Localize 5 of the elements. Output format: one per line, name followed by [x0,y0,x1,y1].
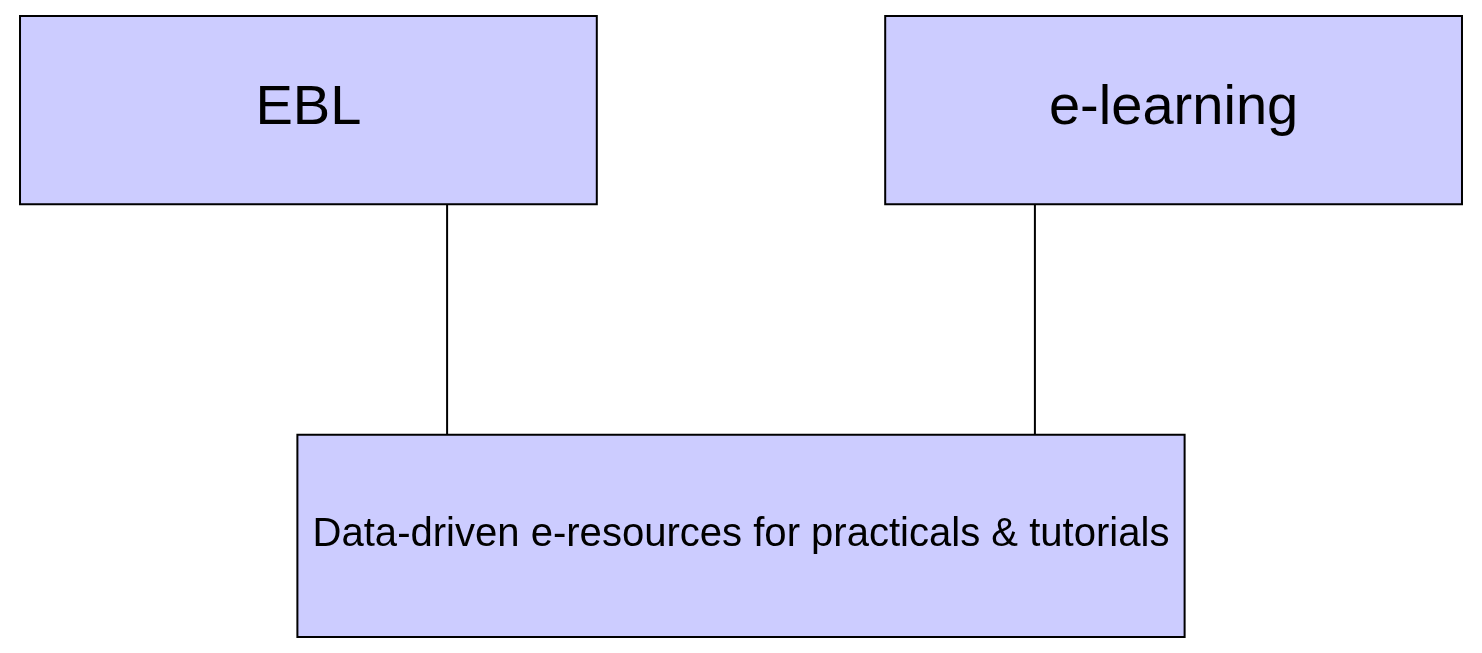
node-box: e-learning [884,15,1463,206]
connector [1033,203,1036,436]
connector [446,203,449,436]
node-box: EBL [19,15,598,206]
node-box: Data-driven e-resources for practicals & tutorials [296,433,1186,638]
